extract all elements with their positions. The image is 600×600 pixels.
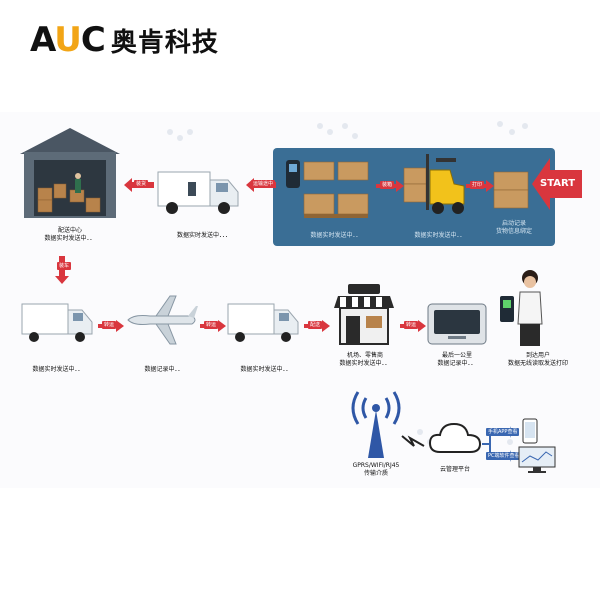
person-caption: 到达用户 数据无线读取发送打印 (507, 352, 568, 367)
person-icon (500, 270, 543, 346)
shop-icon (334, 284, 394, 345)
start-label: START (540, 178, 576, 189)
tag-transit: 运输途中 (251, 180, 276, 188)
box-stack-icon (493, 171, 529, 209)
panel-forklift-caption: 数据实时发送中．． (414, 232, 466, 239)
start-arrow-icon (532, 158, 582, 210)
tag-deliver: 配送 (308, 321, 323, 329)
truck2-icon (21, 303, 93, 342)
signal-arrow-icon (401, 435, 425, 447)
plane-icon (127, 295, 198, 345)
arrow-down (55, 256, 69, 284)
logo-letters: AUC (30, 20, 106, 60)
company-name: 奥肯科技 (110, 27, 219, 58)
plane-caption: 数据记录中．． (144, 366, 184, 373)
tag-pc-view: PC端软件查看 (486, 452, 522, 460)
warehouse-icon (20, 128, 120, 218)
shop-caption: 机场、零售商 数据实时发送中．． (339, 352, 391, 367)
tag-transfer-1: 转运 (102, 321, 117, 329)
fridge-icon (427, 303, 487, 345)
forklift-icon (403, 154, 465, 214)
scanner-icon (286, 160, 300, 188)
cloud-caption: 云管理平台 (439, 466, 470, 473)
phone-icon (522, 418, 538, 444)
tag-down: 装车 (57, 262, 72, 270)
truck3-icon (227, 303, 299, 342)
company-logo: AUC 奥肯科技 (30, 22, 219, 58)
panel-boxes-caption: 启动记录 货物信息绑定 (495, 220, 532, 235)
tag-print: 打印 (470, 181, 485, 189)
truck2-caption: 数据实时发送中．． (32, 366, 84, 373)
tower-caption: GPRS/WIFI/RJ45 传输介质 (352, 462, 400, 477)
truck3-caption: 数据实时发送中．． (240, 366, 292, 373)
tag-transfer-2: 转运 (204, 321, 219, 329)
truck1-caption: 数据实时发送中．．． (176, 232, 231, 239)
truck-icon (157, 171, 239, 214)
tag-transfer-3: 转运 (404, 321, 419, 329)
cloud-icon (428, 422, 482, 453)
tag-load: 装货 (134, 180, 149, 188)
warehouse-caption: 配送中心 数据实时发送中．． (44, 227, 96, 242)
tag-phone-view: 手机APP查看 (486, 428, 520, 436)
tower-icon (351, 391, 401, 458)
pallet-icon (303, 161, 369, 218)
monitor-icon (518, 446, 556, 473)
panel-pallets-caption: 数据实时发送中．． (310, 232, 362, 239)
fridge-caption: 最后一公里 数据记录中．． (437, 352, 477, 367)
tag-pack: 装箱 (380, 181, 395, 189)
